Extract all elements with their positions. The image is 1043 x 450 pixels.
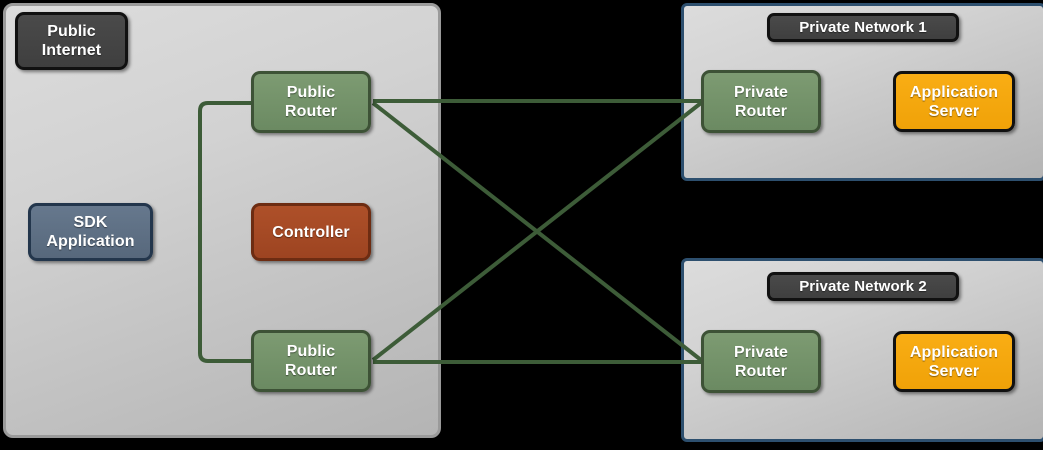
zone-badge-public-internet: Public Internet [15,12,128,70]
node-application-server-1-label: Application Server [909,83,999,120]
node-application-server-2-label: Application Server [909,343,999,380]
zone-badge-private-network-2-label: Private Network 2 [799,278,927,295]
node-private-router-1-label: Private Router [733,83,789,120]
zone-badge-public-internet-label: Public Internet [41,23,102,59]
node-application-server-1[interactable]: Application Server [893,71,1015,132]
node-controller-label: Controller [272,223,350,241]
zone-badge-private-network-1: Private Network 1 [767,13,959,42]
node-controller[interactable]: Controller [251,203,371,261]
node-public-router-2-label: Public Router [284,343,338,379]
node-public-router-1-label: Public Router [284,84,338,120]
node-application-server-2[interactable]: Application Server [893,331,1015,392]
zone-badge-private-network-1-label: Private Network 1 [799,19,927,36]
zone-badge-private-network-2: Private Network 2 [767,272,959,301]
node-public-router-1[interactable]: Public Router [251,71,371,133]
node-private-router-2-label: Private Router [733,343,789,380]
node-sdk-application-label: SDK Application [46,214,135,250]
node-private-router-1[interactable]: Private Router [701,70,821,133]
node-private-router-2[interactable]: Private Router [701,330,821,393]
node-sdk-application[interactable]: SDK Application [28,203,153,261]
node-public-router-2[interactable]: Public Router [251,330,371,392]
